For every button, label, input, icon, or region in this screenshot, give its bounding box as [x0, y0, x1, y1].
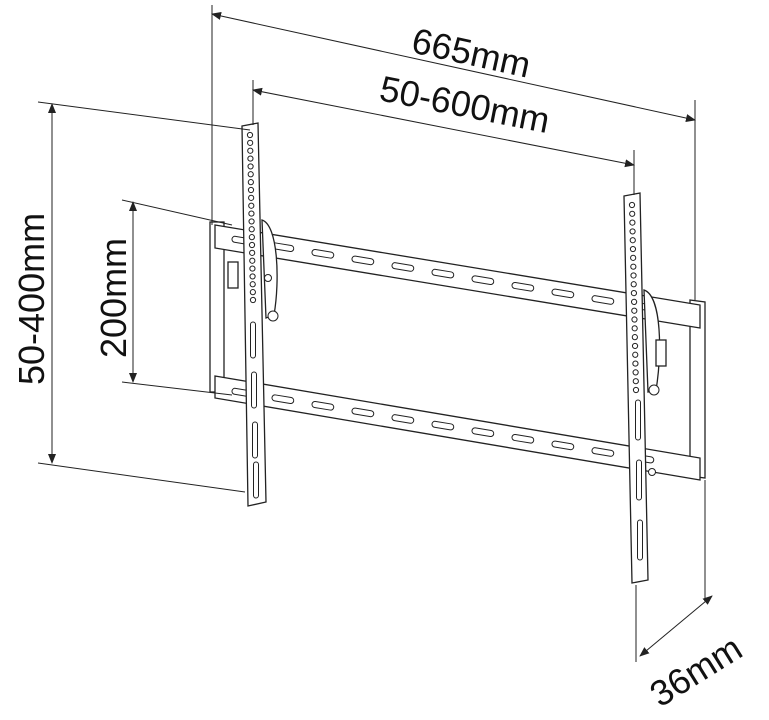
arm-hole: [630, 289, 638, 297]
arm-slot: [252, 421, 258, 459]
rail-slot: [311, 400, 335, 411]
arm-hole: [631, 316, 638, 323]
arm-hole: [630, 298, 638, 306]
dimension-rail-spacing: 200mm: [93, 199, 233, 396]
rail-slot: [351, 255, 375, 266]
arm-hole: [249, 296, 257, 304]
arm-hole: [632, 369, 639, 376]
arm-hole: [630, 272, 637, 279]
rail-slot: [591, 447, 615, 457]
arm-hole: [632, 386, 640, 394]
arm-hole: [249, 289, 256, 296]
arm-hole: [247, 179, 254, 186]
arm-hole: [629, 219, 636, 226]
arm-slot: [251, 371, 257, 409]
arm-slot: [637, 519, 643, 561]
arm-hole: [631, 334, 638, 341]
arm-hole: [629, 237, 636, 244]
arm-hole: [247, 139, 254, 146]
label-50-400mm: 50-400mm: [11, 213, 52, 385]
arm-hole: [248, 226, 255, 233]
dimension-depth: 36mm: [635, 480, 749, 715]
arm-hole: [247, 147, 254, 154]
arm-hole: [247, 163, 254, 170]
arm-hole: [248, 241, 256, 249]
arm-hole: [631, 307, 638, 314]
arm-slot: [636, 459, 642, 501]
arm-slot: [253, 461, 259, 499]
rail-slot: [551, 288, 575, 299]
rail-slot: [391, 414, 415, 424]
arm-hole: [632, 360, 639, 367]
arm-hole: [247, 171, 254, 178]
rail-slot: [311, 248, 335, 259]
right-vertical-arm: [623, 192, 667, 584]
arm-hole: [249, 249, 256, 256]
rail-slot: [511, 433, 535, 444]
rail-slot: [391, 262, 415, 272]
arm-hole: [249, 281, 256, 288]
arm-slot: [250, 321, 256, 359]
dimension-vertical-vesa: 50-400mm: [11, 101, 251, 493]
rail-slot: [551, 440, 575, 451]
rail-slot: [591, 295, 615, 305]
rail-slot: [511, 281, 535, 292]
arm-hole: [249, 257, 256, 264]
arm-hole: [248, 234, 255, 241]
arm-hole: [632, 351, 639, 358]
arm-hole: [246, 131, 254, 139]
arm-hole: [630, 254, 637, 261]
arm-hole: [630, 263, 637, 270]
arm-hole: [247, 155, 254, 162]
arm-hole: [628, 201, 636, 209]
bottom-rail: [214, 375, 701, 481]
arm-hole: [248, 202, 255, 209]
arm-hole: [248, 194, 255, 201]
arm-hole: [249, 265, 256, 272]
arm-hole: [249, 273, 256, 280]
arm-slot: [635, 399, 641, 441]
rail-slot: [271, 394, 295, 405]
arm-hole: [248, 218, 255, 225]
rail-slot: [471, 275, 495, 285]
label-200mm: 200mm: [93, 238, 134, 358]
rail-slot: [431, 420, 455, 431]
top-rail: [214, 224, 701, 329]
arm-hole: [629, 210, 636, 217]
left-vertical-arm: [227, 122, 279, 507]
arm-hole: [632, 378, 639, 385]
rail-slot: [431, 268, 455, 279]
arm-hole: [629, 228, 636, 235]
arm-hole: [247, 186, 255, 194]
arm-hole: [630, 281, 637, 288]
arm-hole: [629, 245, 637, 253]
arm-hole: [248, 210, 255, 217]
arm-hole: [631, 342, 639, 350]
rail-slot: [471, 427, 495, 437]
arm-hole: [631, 325, 638, 332]
rail-slot: [351, 407, 375, 418]
dimension-horizontal-vesa: 50-600mm: [252, 68, 635, 195]
